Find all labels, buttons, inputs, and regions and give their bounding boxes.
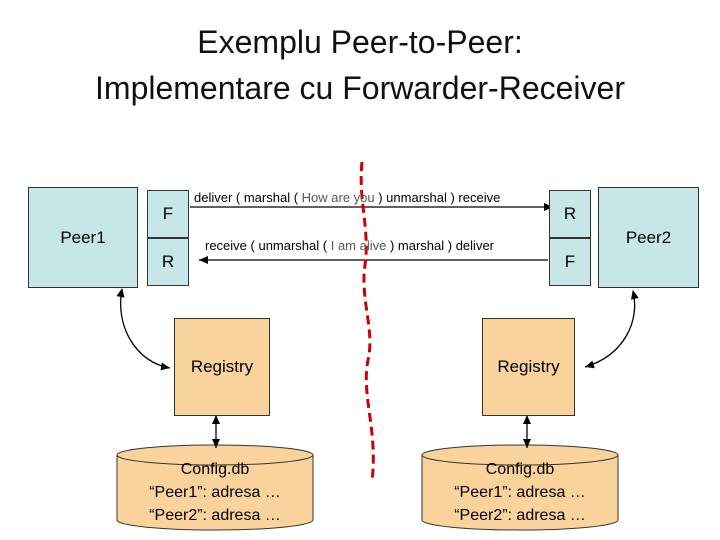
right-db-text: Config.db “Peer1”: adresa … “Peer2”: adr… — [422, 458, 618, 527]
left-forwarder-box: F — [147, 190, 189, 238]
top-message-payload: How are you — [301, 190, 375, 205]
right-db-title: Config.db — [485, 461, 555, 478]
right-forwarder-box: F — [549, 238, 591, 286]
bottom-message-label: receive ( unmarshal ( I am alive ) marsh… — [205, 238, 494, 253]
peer2-label: Peer2 — [625, 227, 672, 247]
left-receiver-box: R — [147, 238, 189, 286]
bottom-message-suffix: ) marshal ) deliver — [386, 238, 494, 253]
right-registry-label: Registry — [497, 357, 560, 376]
right-receiver-label: R — [563, 204, 577, 223]
left-registry-box: Registry — [174, 318, 270, 416]
left-db-entry-peer1: “Peer1”: adresa … — [149, 484, 281, 501]
title-line-2: Implementare cu Forwarder-Receiver — [95, 70, 625, 106]
right-registry-box: Registry — [482, 318, 575, 416]
right-db-entry-peer1: “Peer1”: adresa … — [454, 484, 586, 501]
left-db-text: Config.db “Peer1”: adresa … “Peer2”: adr… — [117, 458, 313, 527]
right-database-cylinder — [421, 444, 619, 531]
peer2-box: Peer2 — [598, 187, 699, 288]
bottom-message-prefix: receive ( unmarshal ( — [205, 238, 331, 253]
right-db-entry-peer2: “Peer2”: adresa … — [454, 507, 586, 524]
left-peer-registry-arrow — [116, 288, 171, 371]
right-forwarder-label: F — [564, 252, 576, 271]
left-receiver-label: R — [161, 252, 175, 271]
bottom-message-payload: I am alive — [330, 238, 387, 253]
top-message-suffix: ) unmarshal ) receive — [374, 190, 501, 205]
title-line-1: Exemplu Peer-to-Peer: — [197, 24, 523, 60]
top-message-prefix: deliver ( marshal ( — [194, 190, 302, 205]
top-message-label: deliver ( marshal ( How are you ) unmars… — [194, 190, 500, 205]
right-receiver-box: R — [549, 190, 591, 238]
right-peer-registry-arrow — [584, 290, 639, 369]
network-divider-line — [359, 161, 375, 482]
left-db-title: Config.db — [180, 461, 250, 478]
peer1-label: Peer1 — [60, 227, 106, 247]
peer1-box: Peer1 — [28, 187, 138, 288]
left-forwarder-label: F — [162, 204, 174, 223]
left-db-entry-peer2: “Peer2”: adresa … — [149, 507, 281, 524]
left-registry-label: Registry — [190, 357, 254, 376]
